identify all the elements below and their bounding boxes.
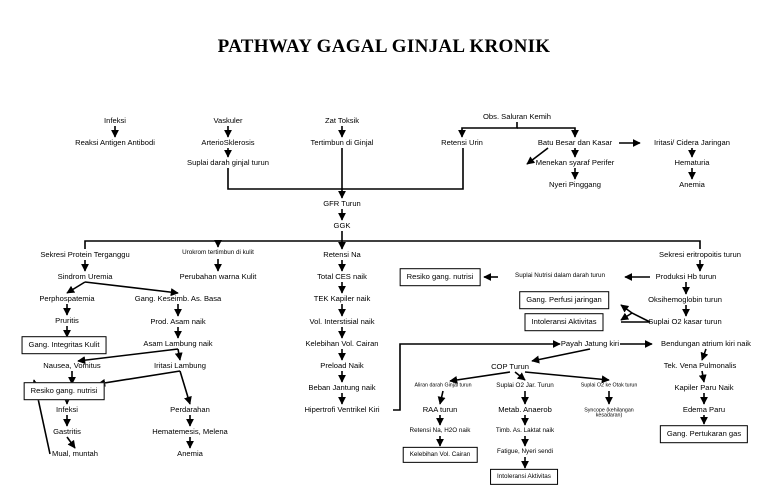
connector-arrow (698, 370, 707, 383)
connector-arrow (524, 371, 610, 384)
connector-arrow (77, 348, 179, 365)
connector-arrow (526, 147, 549, 165)
node-ggk: GGK (333, 221, 351, 231)
node-gang-integritas: Gang. Integritas Kulit (21, 336, 107, 354)
node-perdarahan: Perdarahan (170, 405, 210, 415)
node-suplai-ginjal: Suplai darah ginjal turun (187, 158, 269, 168)
node-suplai-o2-kasar: Suplai O2 kasar turun (648, 317, 722, 327)
connector-arrow (514, 371, 526, 381)
connector-arrow (84, 281, 179, 297)
node-total-ces: Total CES naik (317, 272, 367, 282)
connector-arrow (393, 340, 561, 411)
node-nyeri-pinggang: Nyeri Pinggang (549, 180, 601, 190)
node-sekresi-eritro: Sekresi eritropoitis turun (659, 250, 741, 260)
connector-arrow (620, 304, 651, 323)
node-iritasi-lambung: Iritasi Lambung (154, 361, 206, 371)
node-iritasi-cidera: Iritasi/ Cidera Jaringan (654, 138, 730, 148)
node-vaskuler: Vaskuler (213, 116, 243, 126)
node-gang-pertukaran: Gang. Pertukaran gas (659, 425, 749, 443)
node-produksi-hb: Produksi Hb turun (655, 272, 717, 282)
connector-arrow (66, 436, 76, 449)
connector-arrow (620, 312, 633, 321)
node-retensi-urin: Retensi Urin (441, 138, 483, 148)
node-retensi-na: Retensi Na (323, 250, 361, 260)
connector-arrow (458, 122, 518, 138)
node-bendungan: Bendungan atrium kiri naik (661, 339, 751, 349)
node-zat-toksik: Zat Toksik (324, 116, 360, 126)
node-gfr-turun: GFR Turun (323, 199, 361, 209)
node-gang-perfusi: Gang. Perfusi jaringan (519, 291, 609, 309)
node-hematuria: Hematuria (674, 158, 710, 168)
node-gang-keseimb: Gang. Keseimb. As. Basa (134, 294, 222, 304)
node-kelebihan-vol-1: Kelebihan Vol. Cairan (305, 339, 379, 349)
node-fatigue: Fatigue, Nyeri sendi (497, 447, 553, 455)
node-raa-turun: RAA turun (422, 405, 458, 415)
node-sekresi-protein: Sekresi Protein Terganggu (40, 250, 130, 260)
page-title: PATHWAY GAGAL GINJAL KRONIK (217, 36, 551, 57)
connector-arrow (97, 370, 181, 387)
node-kapiler-paru: Kapiler Paru Naik (674, 383, 734, 393)
connector-arrow (700, 348, 709, 361)
node-cop-turun: COP Turun (491, 362, 529, 372)
node-payah-jantung: Payah Jatung kiri (560, 339, 620, 349)
node-syncope: Syncope (kehilangan kesadaran) (584, 407, 634, 419)
node-suplai-o2-jar: Suplai O2 Jar. Turun (496, 381, 554, 389)
connector-arrow (449, 371, 511, 384)
node-tek-kapiler: TEK Kapiler naik (313, 294, 371, 304)
node-kelebihan-vol-2: Kelebihan Vol. Cairan (402, 446, 478, 464)
node-preload: Preload Naik (320, 361, 364, 371)
node-timb-laktat: Timb. As. Laktat naik (495, 426, 555, 434)
node-tertimbun: Tertimbun di Ginjal (310, 138, 374, 148)
connector-arrow (437, 390, 446, 405)
node-anemia-bot: Anemia (177, 449, 203, 459)
node-batu-besar: Batu Besar dan Kasar (537, 138, 613, 148)
connector-arrow (174, 348, 183, 361)
node-infeksi-mid: Infeksi (56, 405, 78, 415)
node-intoleransi-2: Intoleransi Aktivitas (490, 468, 558, 486)
node-beban-jantung: Beban Jantung naik (308, 383, 376, 393)
node-perphospatemia: Perphospatemia (39, 294, 95, 304)
connector-arrow (227, 148, 464, 190)
node-suplai-o2-otak: Suplai O2 ke Otak turun (580, 382, 638, 389)
node-hipertrofi: Hipertrofi Ventrikel Kiri (304, 405, 380, 415)
node-retensi-h2o: Retensi Na, H2O naik (409, 426, 471, 434)
node-reaksi-antigen: Reaksi Antigen Antibodi (75, 138, 155, 148)
node-vol-interstisial: Vol. Interstisial naik (309, 317, 375, 327)
connector-arrow (531, 348, 591, 364)
node-aliran-darah: Aliran darah Ginjal turun (414, 382, 472, 389)
node-suplai-nutrisi: Suplai Nutrisi dalam darah turun (515, 271, 605, 279)
node-edema-paru: Edema Paru (682, 405, 726, 415)
node-pruritis: Pruritis (55, 316, 79, 326)
node-sindrom-uremia: Sindrom Uremia (57, 272, 113, 282)
node-arteriosklerosis: ArterioSklerosis (201, 138, 255, 148)
node-intoleransi-1: Intoleransi Aktivitas (524, 313, 604, 331)
connector-arrow (179, 370, 192, 405)
node-nausea: Nausea, Vomitus (43, 361, 101, 371)
connector-arrow (517, 127, 579, 138)
node-mual-muntah: Mual, muntah (51, 449, 99, 459)
node-anemia-top: Anemia (679, 180, 705, 190)
connector-arrow (66, 281, 86, 294)
node-resiko-nutrisi-right: Resiko gang. nutrisi (399, 268, 481, 286)
node-asam-lambung: Asam Lambung naik (143, 339, 213, 349)
connector-arrow (84, 240, 701, 249)
node-oksihemoglobin: Oksihemoglobin turun (648, 295, 722, 305)
node-urokrom: Urokrom tertimbun di kulit (182, 248, 254, 256)
node-tek-vena: Tek. Vena Pulmonalis (663, 361, 737, 371)
node-perubahan-warna: Perubahan warna Kulit (179, 272, 257, 282)
node-prod-asam: Prod. Asam naik (150, 317, 206, 327)
node-resiko-nutrisi-left: Resiko gang. nutrisi (23, 382, 105, 400)
node-gastritis: Gastritis (53, 427, 81, 437)
node-infeksi-top: Infeksi (104, 116, 126, 126)
node-menekan-syaraf: Menekan syaraf Perifer (535, 158, 615, 168)
node-metab-anaerob: Metab. Anaerob (498, 405, 552, 415)
node-hematemesis: Hematemesis, Melena (152, 427, 228, 437)
node-obs-saluran: Obs. Saluran Kemih (483, 112, 551, 122)
